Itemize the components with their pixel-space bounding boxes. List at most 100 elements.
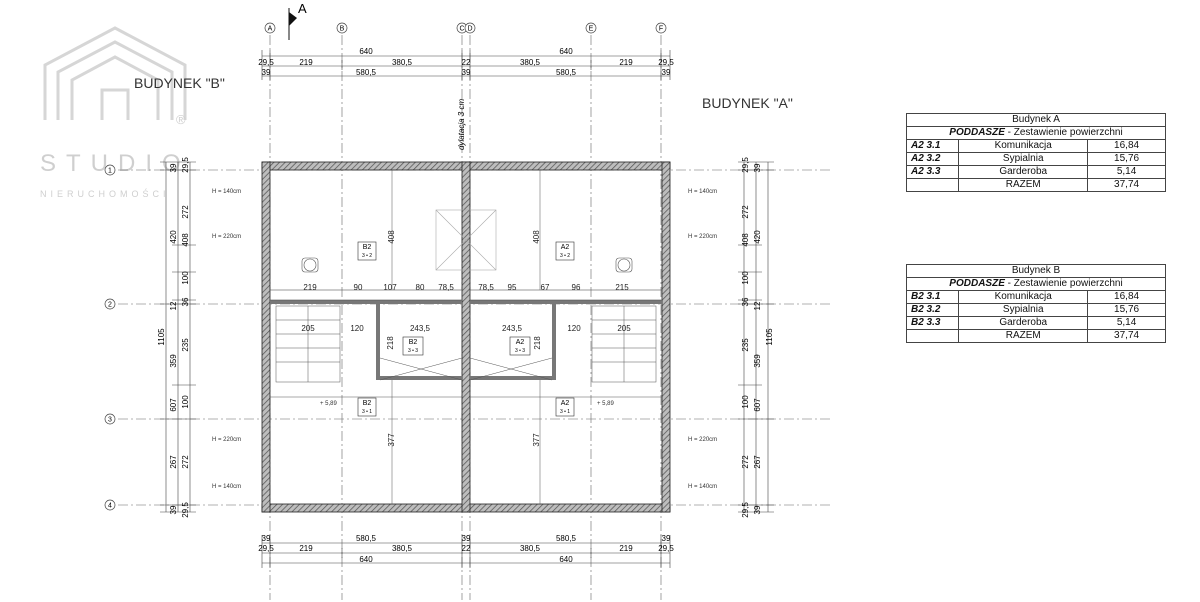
label-building-b: BUDYNEK "B"	[134, 75, 225, 91]
dim-left-100-top: 100	[181, 271, 190, 285]
table-a-row1-code: A2 3.1	[905, 139, 960, 153]
axis-col-b: B	[336, 22, 348, 34]
dim-120-b: 120	[350, 324, 364, 333]
dim-top-39-b: 39	[262, 68, 271, 77]
dim-left-39-bot: 39	[169, 505, 178, 514]
dim-right-359: 359	[753, 354, 762, 368]
dim-2435-b: 243,5	[410, 324, 431, 333]
table-b-row3-code: B2 3.3	[905, 316, 960, 330]
table-b-row2-name: Sypialnia	[958, 303, 1089, 317]
walls	[261, 161, 671, 513]
skylight-icon	[435, 209, 497, 271]
dim-right-39-top: 39	[753, 163, 762, 172]
chair-icon-a	[615, 257, 633, 273]
area-table-building-a: Budynek A PODDASZE - Zestawienie powierz…	[905, 113, 1166, 192]
label-h140-bl: H = 140cm	[212, 484, 241, 490]
room-a2-33-code: A2	[516, 339, 525, 346]
furniture	[301, 209, 633, 273]
table-a-subtitle: - Zestawienie powierzchni	[1004, 127, 1123, 138]
dim-bot-219-a: 219	[619, 544, 633, 553]
dim-left-235: 235	[181, 338, 190, 352]
dim-205-b: 205	[301, 324, 315, 333]
dim-bot-39-b: 39	[262, 534, 271, 543]
table-a-row3-value: 5,14	[1087, 165, 1166, 179]
table-b-row3-value: 5,14	[1087, 316, 1166, 330]
dim-top-5805-b: 580,5	[356, 68, 377, 77]
dim-left-1105: 1105	[157, 328, 166, 346]
dim-left-295-top: 29,5	[181, 157, 190, 173]
axis-col-e-label: E	[589, 26, 594, 33]
table-b-row1-code: B2 3.1	[905, 290, 960, 304]
axis-col-f-label: F	[659, 26, 663, 33]
dim-left-36: 36	[181, 297, 190, 306]
dim-right-36: 36	[741, 297, 750, 306]
top-dimensions: 640 640 29,5 219 380,5 22 380,5 219 29,5…	[258, 47, 674, 77]
label-h140-tr: H = 140cm	[688, 189, 717, 195]
dim-top-640-a: 640	[559, 47, 573, 56]
bottom-dimension-lines	[261, 535, 671, 568]
table-a-row3-code: A2 3.3	[905, 165, 960, 179]
dim-219-b: 219	[303, 283, 317, 292]
dim-218-b: 218	[386, 336, 395, 350]
dim-bot-3805-b: 380,5	[392, 544, 413, 553]
dim-left-295-bot: 29,5	[181, 502, 190, 518]
dim-top-22: 22	[462, 58, 471, 67]
table-row: A2 3.3 Garderoba 5,14	[905, 165, 1166, 179]
dim-top-640-b: 640	[359, 47, 373, 56]
axis-col-c-label: C	[459, 26, 464, 33]
label-level-a: + 5,89	[597, 401, 615, 407]
label-level-b: + 5,89	[320, 401, 338, 407]
room-a2-32-num: 3 • 2	[560, 253, 570, 259]
dim-right-272-top: 272	[741, 205, 750, 219]
axis-col-f: F	[655, 22, 667, 34]
table-row: A2 3.1 Komunikacja 16,84	[905, 139, 1166, 153]
dim-408-a: 408	[532, 230, 541, 244]
table-total-row: RAZEM 37,74	[905, 329, 1166, 343]
label-h140-tl: H = 140cm	[212, 189, 241, 195]
label-building-a: BUDYNEK "A"	[702, 95, 793, 111]
room-tag-b2-32: B23 • 2	[357, 241, 377, 261]
table-b-subtitle: - Zestawienie powierzchni	[1004, 278, 1123, 289]
axis-col-e: E	[585, 22, 597, 34]
room-b2-33-num: 3 • 3	[408, 348, 418, 354]
dim-right-295-bot: 29,5	[741, 502, 750, 518]
table-b-section: PODDASZE	[949, 278, 1005, 289]
table-b-total-empty	[905, 329, 960, 343]
dim-left-272-bot: 272	[181, 455, 190, 469]
table-a-total-empty	[905, 178, 960, 192]
table-b-row1-value: 16,84	[1087, 290, 1166, 304]
watermark-house-logo-icon	[43, 26, 187, 120]
table-a-row2-code: A2 3.2	[905, 152, 960, 166]
bottom-dimensions: 39 580,5 39 580,5 39 29,5 219 380,5 22 3…	[258, 534, 674, 564]
dim-bot-640-a: 640	[559, 555, 573, 564]
dim-top-39-mid: 39	[462, 68, 471, 77]
dim-bot-5805-a: 580,5	[556, 534, 577, 543]
table-a-total-value: 37,74	[1087, 178, 1166, 192]
dim-bot-39-a: 39	[662, 534, 671, 543]
dim-377-a: 377	[532, 433, 541, 447]
dim-left-100-bot: 100	[181, 395, 190, 409]
label-h140-br: H = 140cm	[688, 484, 717, 490]
left-dimensions: 1105 420 359 607 267 272 408 100 36 235 …	[157, 157, 190, 518]
chair-icon-b	[301, 257, 319, 273]
dim-377-b: 377	[387, 433, 396, 447]
dim-bot-295-b: 29,5	[258, 544, 274, 553]
table-a-section: PODDASZE	[949, 127, 1005, 138]
dim-left-267: 267	[169, 455, 178, 469]
room-a2-32-code: A2	[561, 244, 570, 251]
dim-left-607: 607	[169, 398, 178, 412]
dim-bot-640-b: 640	[359, 555, 373, 564]
dim-bot-3805-a: 380,5	[520, 544, 541, 553]
dim-left-359: 359	[169, 354, 178, 368]
dim-215-a: 215	[615, 283, 629, 292]
dim-right-408: 408	[741, 233, 750, 247]
room-b2-32-num: 3 • 2	[362, 253, 372, 259]
room-tags: B23 • 2 A23 • 2 B23 • 3 A23 • 3 B23 • 1 …	[357, 241, 575, 417]
dim-left-272-top: 272	[181, 205, 190, 219]
dim-218-a: 218	[533, 336, 542, 350]
dim-right-267: 267	[753, 455, 762, 469]
table-b-total-value: 37,74	[1087, 329, 1166, 343]
table-b-row2-value: 15,76	[1087, 303, 1166, 317]
axis-col-d-label: D	[467, 26, 472, 33]
